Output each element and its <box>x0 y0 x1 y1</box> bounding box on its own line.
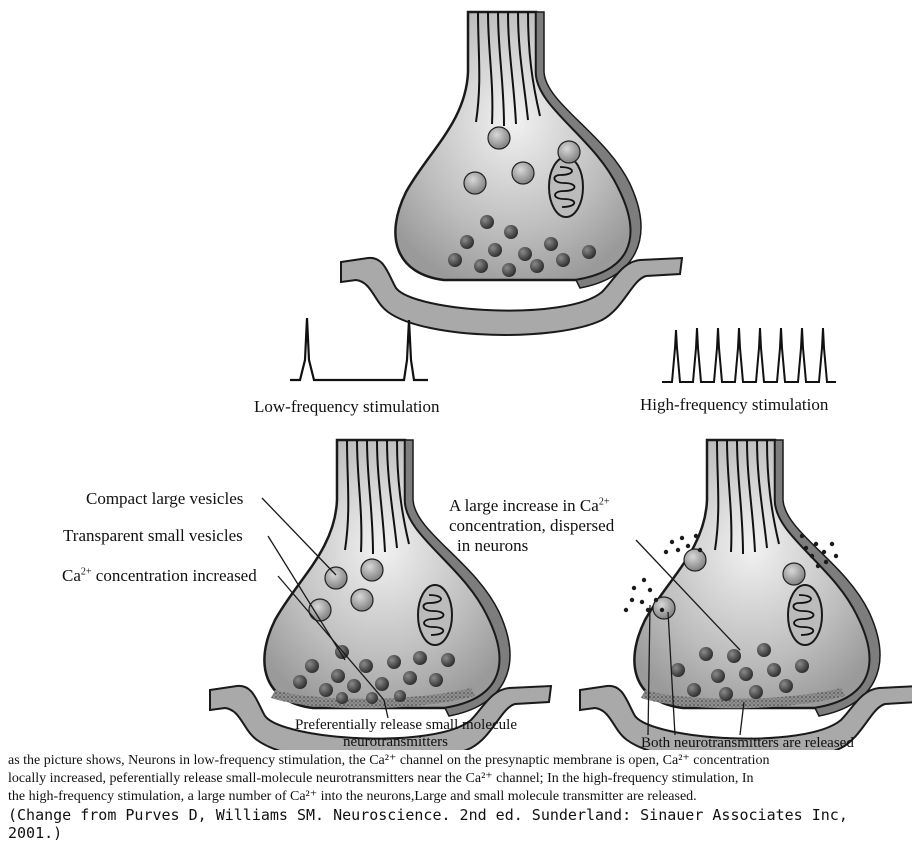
high-frequency-label: High-frequency stimulation <box>640 395 828 415</box>
caption-line-1: as the picture shows, Neurons in low-fre… <box>8 752 908 770</box>
synapse-figure <box>0 0 912 750</box>
high-frequency-synapse-terminal <box>580 440 912 750</box>
caption-line-3: the high-frequency stimulation, a large … <box>8 788 908 806</box>
high-frequency-trace <box>662 328 836 382</box>
preferentially-release-label: Preferentially release small molecule ne… <box>295 717 517 751</box>
ca-text: concentration increased <box>92 566 257 585</box>
compact-large-vesicles-label: Compact large vesicles <box>86 489 243 509</box>
large-increase-ca-symbol: Ca <box>580 496 599 515</box>
release-line2: neurotransmitters <box>295 734 517 751</box>
release-line1: Preferentially release small molecule <box>295 717 517 734</box>
low-frequency-trace <box>290 318 428 380</box>
ca-charge: 2+ <box>81 566 92 577</box>
large-increase-ca-charge: 2+ <box>599 496 610 507</box>
low-frequency-synapse-terminal <box>210 440 551 750</box>
both-released-label: Both neurotransmitters are released <box>641 735 854 752</box>
ca-symbol: Ca <box>62 566 81 585</box>
caption-citation: (Change from Purves D, Williams SM. Neur… <box>8 806 908 842</box>
figure-caption: as the picture shows, Neurons in low-fre… <box>8 752 908 842</box>
large-increase-ca-label: A large increase in Ca2+ concentration, … <box>449 496 614 556</box>
transparent-small-vesicles-label: Transparent small vesicles <box>63 526 243 546</box>
large-increase-line3: in neurons <box>449 536 614 556</box>
low-frequency-label: Low-frequency stimulation <box>254 397 440 417</box>
ca-concentration-increased-label: Ca2+ concentration increased <box>62 566 257 586</box>
large-increase-line1: A large increase in Ca2+ <box>449 496 614 516</box>
top-synapse-terminal <box>341 12 682 335</box>
large-increase-line2: concentration, dispersed <box>449 516 614 536</box>
caption-line-2: locally increased, peferentially release… <box>8 770 908 788</box>
